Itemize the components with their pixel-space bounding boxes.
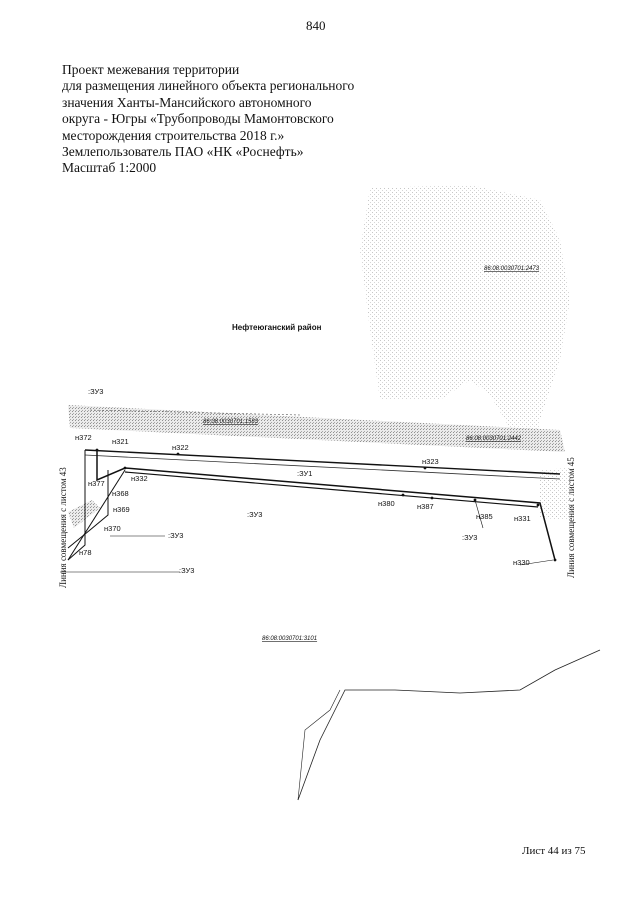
point-label: н332 [131,474,148,483]
road-line-upper [84,449,561,475]
cadastral-number: 86:08:0030701:1583 [203,419,259,425]
point-label: н380 [378,499,395,508]
point-label: н377 [88,479,105,488]
title-block: Проект межевания территории для размещен… [62,62,362,177]
land-user-line: Землепользователь ПАО «НК «Роснефть» [62,144,304,160]
parcel-label-zu3: :ЗУ3 [88,387,103,396]
point-label: н385 [476,512,493,521]
title-line: значения Ханты-Мансийского автономного [62,94,312,110]
point-label: н330 [513,558,530,567]
zu1-inner-boundary [124,471,539,508]
parcel-label-zu3: :ЗУ3 [462,533,477,542]
point-label: н331 [514,514,531,523]
parcel-label-zu3: :ЗУ3 [179,566,194,575]
point-label: н387 [417,502,434,511]
stippled-strip-right [540,468,570,520]
point-label: н369 [113,505,130,514]
contour-line-south [297,649,601,801]
stippled-strip-upper [68,405,565,452]
point-marker [95,448,99,452]
zu3-boundary [67,470,109,549]
point-marker [176,452,180,456]
leader-line-4 [519,559,554,566]
cadastral-number: 86:08:0030701:3101 [262,636,317,642]
contour-line-southwest [297,689,341,801]
stippled-area-north [360,185,570,450]
point-marker [430,496,434,500]
road-line-lower [84,454,561,480]
diagonal-line-left [67,469,126,561]
point-marker [423,466,427,470]
cadastral-number: 86:08:0030701:2473 [484,266,540,272]
parcel-label-zu1: :ЗУ1 [297,469,312,478]
zu3-left-strip [67,450,86,561]
title-line: округа - Югры «Трубопроводы Мамонтовског… [62,111,334,127]
scale-line: Масштаб 1:2000 [62,160,157,176]
page-number: 840 [306,18,326,33]
parcel-label-zu3: :ЗУ3 [247,510,262,519]
zu1-boundary [96,450,556,561]
point-label: н370 [104,524,121,533]
alignment-line-label-right: Линия совмещения с листом 45 [566,457,576,578]
title-line: для размещения линейного объекта региона… [62,78,355,94]
title-line: месторождения строительства 2018 г.» [62,127,285,143]
title-line: Проект межевания территории [62,62,240,77]
point-label: н322 [172,443,189,452]
point-marker [536,503,540,507]
point-label: н368 [112,489,129,498]
point-label: н323 [422,457,439,466]
parcel-label-zu3: :ЗУ3 [168,531,183,540]
point-marker [553,558,557,562]
leader-line-3 [474,499,484,529]
sheet-footer: Лист 44 из 75 [522,845,586,857]
dotted-line-cad-1583 [89,409,301,416]
cadastral-number: 86:08:0030701:2442 [466,436,522,442]
point-marker [473,498,477,502]
point-label: н321 [112,437,129,446]
point-marker [123,466,127,470]
point-label: н372 [75,433,92,442]
district-label: Нефтеюганский район [232,323,322,332]
stippled-strip-lower [68,500,100,528]
alignment-line-label-left: Линия совмещения с листом 43 [58,467,68,588]
point-label: н78 [79,548,91,557]
point-marker [401,493,405,497]
